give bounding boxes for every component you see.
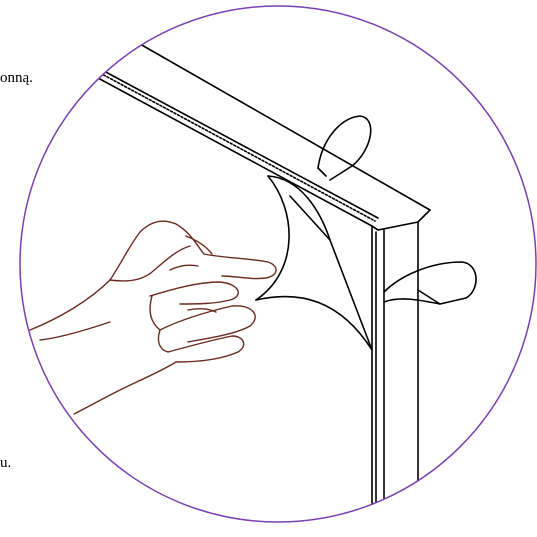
frame-top-panel: [98, 44, 430, 230]
circle-border: [20, 6, 536, 522]
tape-tab-top: [318, 116, 371, 180]
hand-outline: [30, 221, 276, 414]
frame-vertical-post: [372, 222, 418, 537]
peeling-backing-film: [256, 176, 372, 350]
tape-tab-side: [384, 262, 476, 304]
